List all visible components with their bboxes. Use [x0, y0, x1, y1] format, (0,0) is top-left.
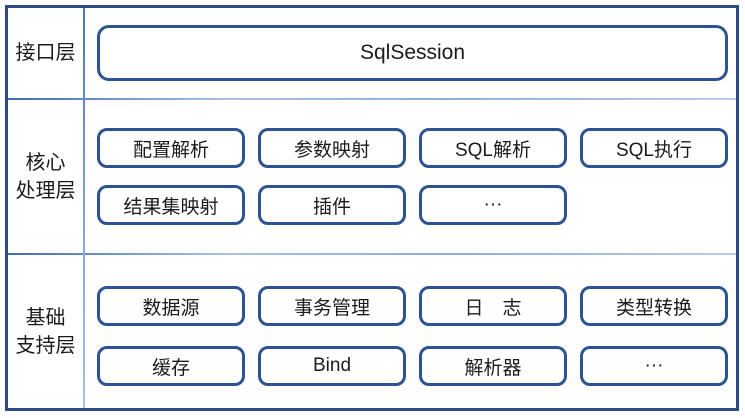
box-label: SQL执行 [615, 139, 693, 161]
box-config-parsing: 配置解析 [97, 128, 245, 168]
layer-label-line: 基础 [25, 306, 66, 329]
box-bind: Bind [258, 346, 406, 386]
box-foundation-ellipsis: ··· [580, 346, 728, 386]
label-column-divider [83, 8, 85, 408]
box-line: 缓存 Bind 解析器 ··· [97, 346, 736, 386]
layer-label-line: 支持层 [15, 334, 76, 357]
box-sql-parsing: SQL解析 [419, 128, 567, 168]
row-divider-2 [8, 253, 736, 255]
box-cache: 缓存 [97, 346, 245, 386]
layer-row-foundation: 基础 支持层 数据源 事务管理 日 志 类型转换 [8, 255, 736, 408]
layer-label-foundation: 基础 支持层 [8, 255, 83, 408]
box-label: 插件 [312, 196, 351, 218]
box-label: 数据源 [142, 297, 200, 319]
box-sqlsession: SqlSession [97, 25, 728, 81]
box-transaction-management: 事务管理 [258, 286, 406, 326]
layer-label-line: 接口层 [15, 42, 76, 64]
row-divider-1 [8, 98, 736, 100]
box-line: SqlSession [97, 25, 736, 81]
layer-row-core: 核心 处理层 配置解析 参数映射 SQL解析 SQL执行 [8, 100, 736, 253]
box-label: 缓存 [151, 357, 190, 379]
architecture-frame: 接口层 SqlSession 核心 处理层 配置解析 [5, 5, 739, 411]
box-type-conversion: 类型转换 [580, 286, 728, 326]
box-line: 结果集映射 插件 ··· [97, 185, 736, 225]
layer-label-line: 处理层 [15, 179, 76, 202]
box-label: 结果集映射 [123, 196, 219, 218]
box-datasource: 数据源 [97, 286, 245, 326]
box-label: Bind [312, 355, 352, 376]
box-line: 数据源 事务管理 日 志 类型转换 [97, 286, 736, 326]
layer-label-core: 核心 处理层 [8, 100, 83, 253]
box-label: SQL解析 [454, 139, 532, 161]
box-core-ellipsis: ··· [419, 185, 567, 225]
box-sql-execution: SQL执行 [580, 128, 728, 168]
box-line: 配置解析 参数映射 SQL解析 SQL执行 [97, 128, 736, 168]
box-label: 参数映射 [293, 139, 370, 161]
box-label: 类型转换 [615, 297, 692, 319]
box-label: 事务管理 [293, 297, 370, 319]
box-label: ··· [483, 194, 503, 215]
box-logging: 日 志 [419, 286, 567, 326]
layer-content-interface: SqlSession [83, 8, 736, 98]
layer-label-line: 核心 [25, 151, 66, 174]
box-label: 解析器 [464, 357, 522, 379]
layer-content-foundation: 数据源 事务管理 日 志 类型转换 缓存 [83, 255, 736, 408]
box-resultset-mapping: 结果集映射 [97, 185, 245, 225]
layer-label-interface: 接口层 [8, 8, 83, 98]
layer-row-interface: 接口层 SqlSession [8, 8, 736, 98]
box-param-mapping: 参数映射 [258, 128, 406, 168]
box-label: SqlSession [359, 41, 466, 64]
box-label: 配置解析 [132, 139, 209, 161]
layer-content-core: 配置解析 参数映射 SQL解析 SQL执行 结果集映射 [83, 100, 736, 253]
box-parser: 解析器 [419, 346, 567, 386]
box-plugin: 插件 [258, 185, 406, 225]
box-label: 日 志 [464, 297, 522, 319]
box-label: ··· [644, 355, 664, 376]
